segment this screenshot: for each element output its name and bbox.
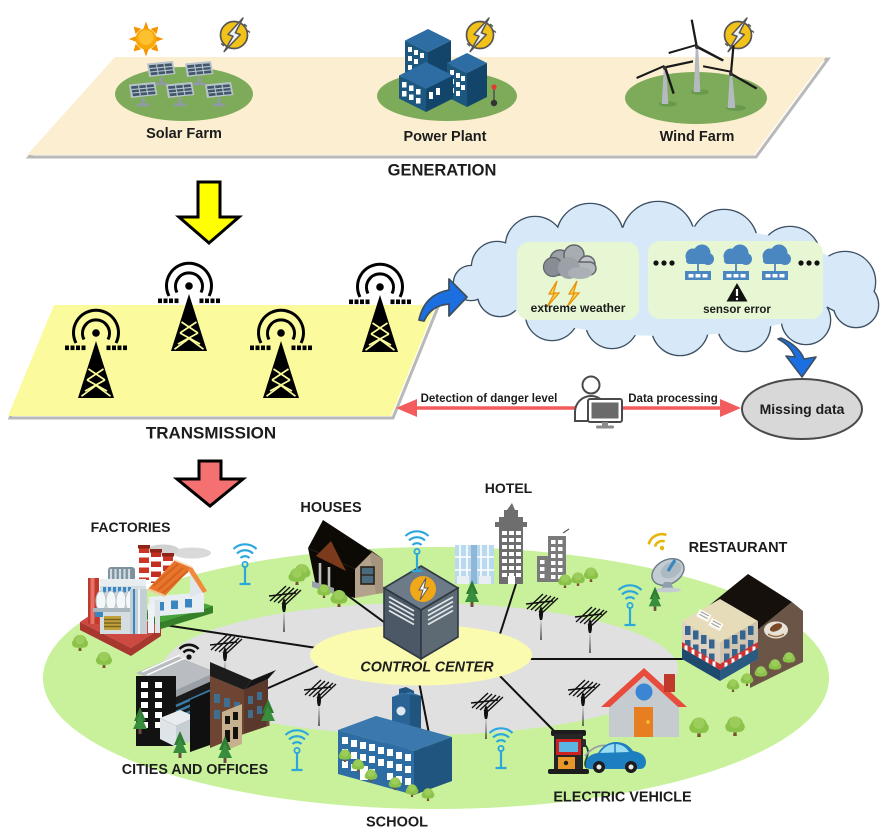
svg-text:Missing data: Missing data <box>760 401 845 417</box>
svg-text:CONTROL CENTER: CONTROL CENTER <box>360 660 494 676</box>
svg-text:CITIES AND OFFICES: CITIES AND OFFICES <box>122 762 268 778</box>
svg-text:GENERATION: GENERATION <box>388 162 497 180</box>
svg-text:TRANSMISSION: TRANSMISSION <box>146 424 276 443</box>
svg-text:Detection of danger level: Detection of danger level <box>421 393 558 405</box>
svg-text:HOTEL: HOTEL <box>485 480 533 496</box>
svg-text:ELECTRIC VEHICLE: ELECTRIC VEHICLE <box>553 790 692 806</box>
svg-text:Wind Farm: Wind Farm <box>660 129 735 145</box>
svg-text:Data processing: Data processing <box>628 393 717 405</box>
svg-text:Solar Farm: Solar Farm <box>146 126 222 142</box>
svg-text:extreme weather: extreme weather <box>531 301 626 315</box>
svg-text:SCHOOL: SCHOOL <box>366 815 428 831</box>
svg-text:RESTAURANT: RESTAURANT <box>689 540 788 556</box>
svg-text:HOUSES: HOUSES <box>300 500 362 516</box>
svg-text:FACTORIES: FACTORIES <box>91 519 171 535</box>
svg-text:sensor error: sensor error <box>703 304 771 316</box>
svg-text:Power Plant: Power Plant <box>404 129 487 145</box>
